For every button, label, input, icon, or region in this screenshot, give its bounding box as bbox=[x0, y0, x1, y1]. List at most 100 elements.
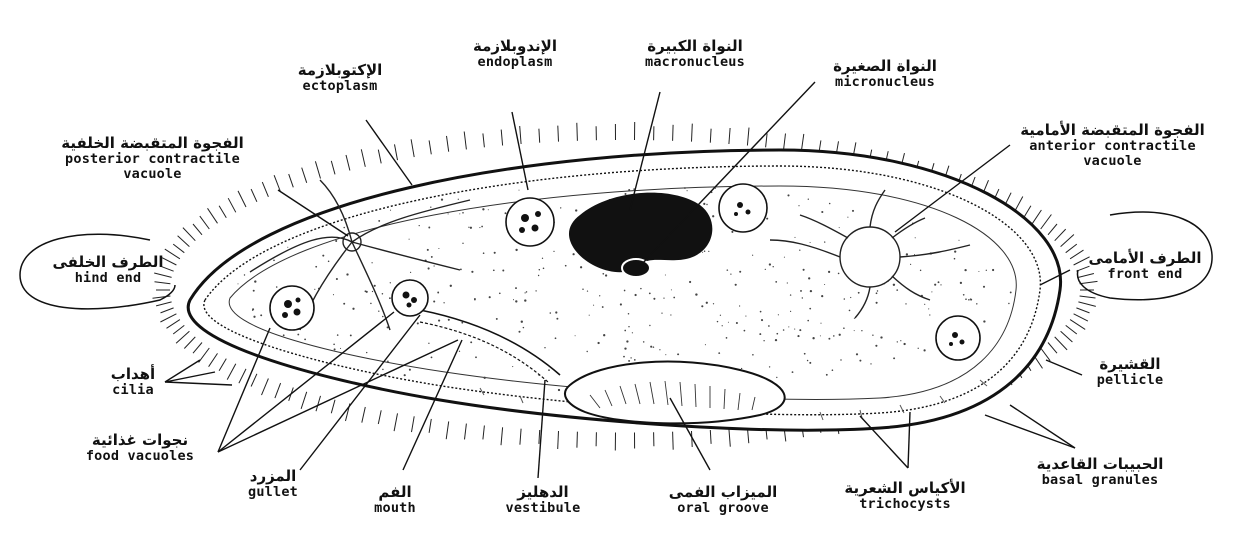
granule bbox=[499, 292, 501, 294]
cilium bbox=[394, 413, 397, 431]
granule bbox=[468, 227, 469, 228]
cilium bbox=[1048, 224, 1057, 235]
granule bbox=[718, 352, 720, 354]
label-basal-granules-en: basal granules bbox=[1015, 473, 1185, 488]
granule bbox=[701, 305, 703, 307]
cilium bbox=[483, 426, 485, 440]
cilium bbox=[1041, 215, 1052, 230]
granule bbox=[340, 348, 341, 349]
granule bbox=[704, 250, 705, 251]
granule bbox=[410, 272, 411, 273]
cilium bbox=[1033, 210, 1042, 223]
label-anterior-vacuole-en: anterior contractile bbox=[1000, 139, 1225, 154]
label-macronucleus-en: macronucleus bbox=[615, 55, 775, 70]
granule bbox=[776, 333, 778, 335]
granule bbox=[276, 286, 278, 288]
label-posterior-vacuole-ar: الفجوة المتقبضة الخلفية bbox=[30, 135, 275, 152]
cilium bbox=[362, 407, 366, 423]
cilium bbox=[577, 432, 578, 448]
cilium bbox=[766, 133, 768, 147]
granule bbox=[687, 190, 688, 191]
granule bbox=[459, 213, 460, 214]
granule bbox=[458, 199, 459, 200]
granule bbox=[689, 281, 691, 283]
cilium bbox=[331, 161, 335, 175]
granule bbox=[428, 343, 429, 344]
cilium bbox=[520, 126, 521, 144]
granule bbox=[489, 296, 491, 298]
granule bbox=[605, 274, 607, 276]
granule bbox=[433, 300, 435, 302]
cilium bbox=[1080, 296, 1096, 298]
granule bbox=[702, 252, 703, 253]
cilium bbox=[577, 123, 578, 141]
granule bbox=[333, 344, 335, 346]
granule bbox=[523, 327, 524, 328]
cilium bbox=[378, 150, 381, 164]
granule bbox=[526, 291, 528, 293]
granule bbox=[535, 290, 536, 291]
granule bbox=[839, 334, 841, 336]
granule bbox=[350, 334, 352, 336]
granule bbox=[521, 321, 523, 323]
granule bbox=[910, 264, 911, 265]
granule bbox=[539, 269, 540, 270]
label-front-end: الطرف الأمامى front end bbox=[1075, 250, 1215, 282]
granule bbox=[649, 325, 650, 326]
granule bbox=[713, 303, 714, 304]
cilium bbox=[361, 149, 365, 167]
granule bbox=[404, 374, 406, 376]
granule bbox=[427, 249, 429, 251]
granule bbox=[593, 305, 594, 306]
granule bbox=[794, 329, 795, 330]
label-mouth-ar: الفم bbox=[350, 484, 440, 501]
granule bbox=[470, 227, 472, 229]
label-pellicle: القشيرة pellicle bbox=[1080, 356, 1180, 388]
cilium bbox=[289, 174, 294, 187]
granule bbox=[515, 249, 517, 251]
granule bbox=[970, 299, 972, 301]
granule bbox=[244, 274, 245, 275]
granule bbox=[788, 326, 789, 327]
granule bbox=[512, 366, 513, 367]
cilium bbox=[539, 129, 540, 143]
granule bbox=[914, 254, 915, 255]
granule bbox=[735, 284, 737, 286]
label-ectoplasm: الإكتوبلازمة ectoplasm bbox=[270, 62, 410, 94]
granule bbox=[433, 265, 434, 266]
granule bbox=[441, 198, 443, 200]
granule bbox=[372, 291, 373, 292]
cilium bbox=[183, 228, 195, 241]
label-gullet-en: gullet bbox=[228, 485, 318, 500]
label-cilia: أهداب cilia bbox=[88, 366, 178, 398]
granule bbox=[659, 349, 660, 350]
cilium bbox=[558, 431, 559, 449]
granule bbox=[807, 360, 809, 362]
granule bbox=[387, 360, 389, 362]
granule bbox=[752, 354, 754, 356]
granule bbox=[940, 284, 941, 285]
granule bbox=[728, 322, 729, 323]
granule bbox=[875, 345, 877, 347]
granule bbox=[730, 273, 731, 274]
granule bbox=[736, 322, 738, 324]
granule bbox=[382, 316, 384, 318]
label-anterior-vacuole-ar: الفجوة المتقبضة الأمامية bbox=[1000, 122, 1225, 139]
cilium bbox=[315, 161, 320, 178]
granule bbox=[575, 335, 576, 336]
granule bbox=[586, 351, 587, 352]
cilium bbox=[316, 396, 321, 411]
cilium bbox=[1076, 308, 1089, 313]
granule bbox=[365, 290, 367, 292]
cilium bbox=[178, 236, 190, 247]
granule bbox=[803, 269, 805, 271]
granule bbox=[854, 318, 855, 319]
label-micronucleus-ar: النواة الصغيرة bbox=[805, 58, 965, 75]
granule bbox=[628, 360, 630, 362]
granule bbox=[840, 359, 841, 360]
granule bbox=[370, 303, 372, 305]
label-hind-end-en: hind end bbox=[48, 271, 168, 286]
granule bbox=[752, 255, 753, 256]
cilium bbox=[251, 189, 257, 202]
